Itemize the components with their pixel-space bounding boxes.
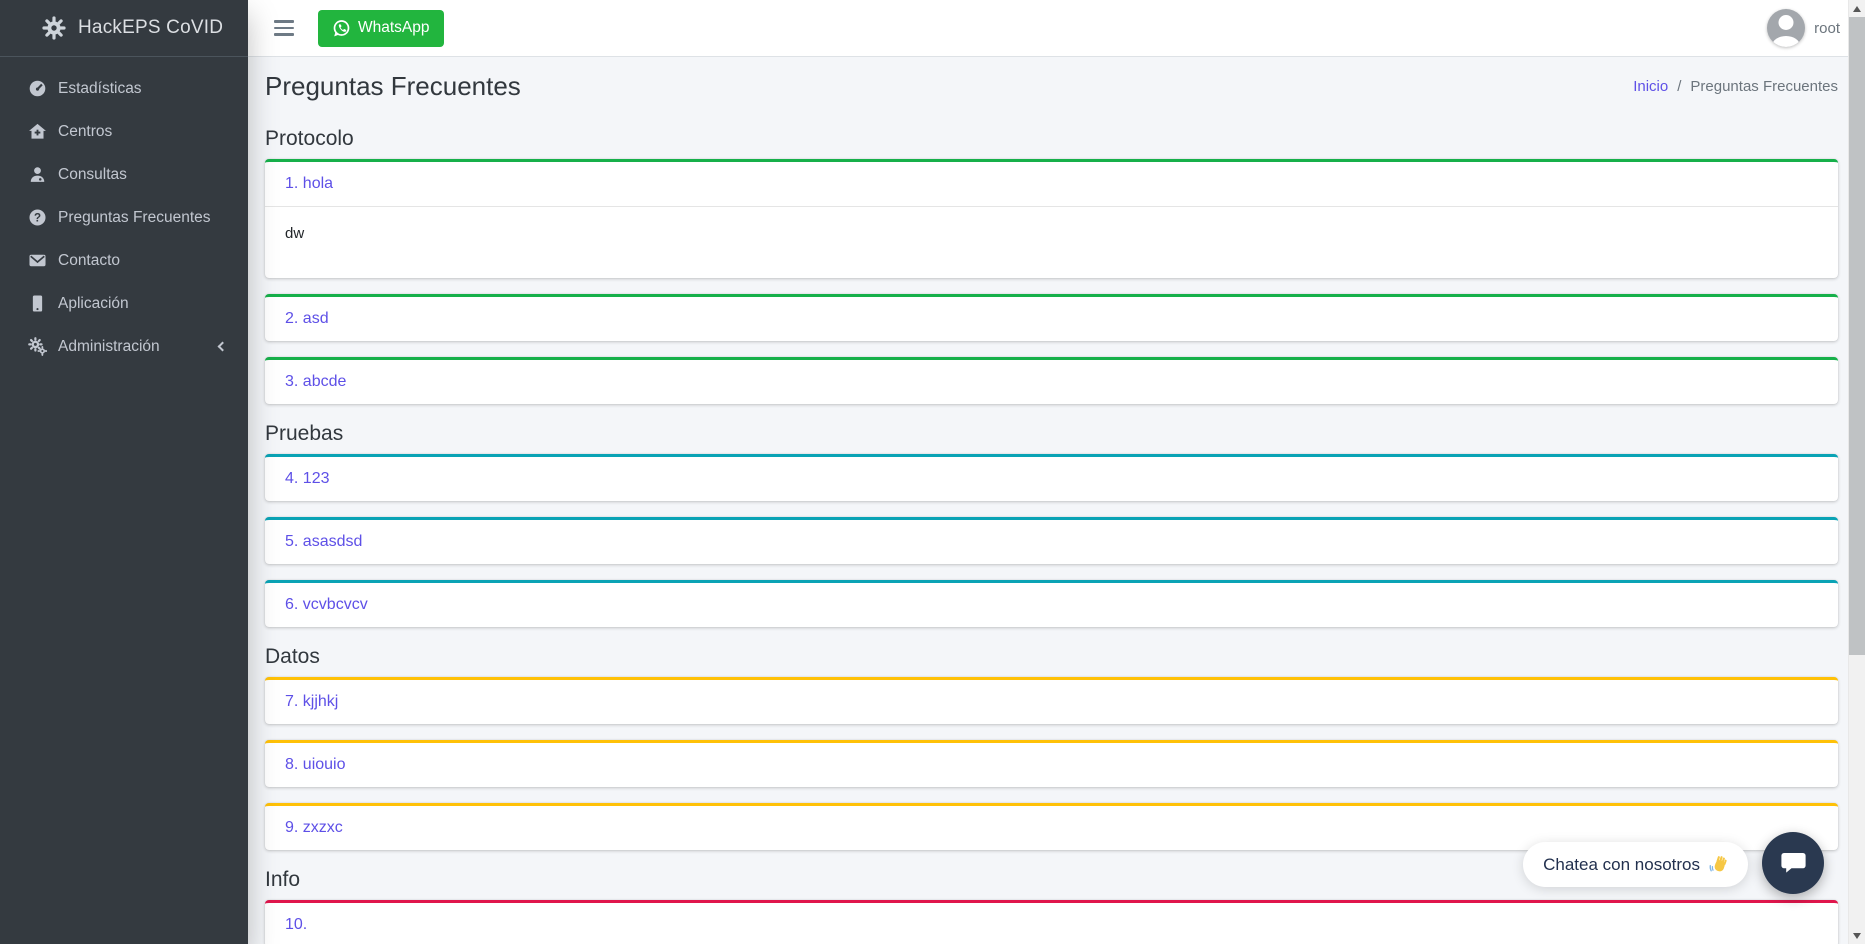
faq-section-items: 4. 123 5. asasdsd 6. vcvbcvcv — [265, 454, 1838, 627]
scroll-down-arrow-icon[interactable] — [1849, 927, 1865, 944]
faq-section-items: 1. hola dw 2. asd 3. abcde — [265, 159, 1838, 404]
sidebar-nav: Estadísticas Centros Consultas ? Pregunt… — [0, 57, 248, 368]
sidebar-toggle-button[interactable] — [270, 10, 298, 45]
main-column: WhatsApp root Preguntas Frecuentes Inici… — [248, 0, 1865, 944]
svg-text:?: ? — [33, 212, 40, 225]
faq-sections: Protocolo 1. hola dw 2. asd 3. abcde Pru… — [265, 127, 1838, 944]
faq-section-title: Pruebas — [265, 422, 344, 445]
whatsapp-button-label: WhatsApp — [358, 19, 430, 36]
chat-prompt-bubble[interactable]: Chatea con nosotros — [1523, 842, 1748, 887]
sidebar-item-aplicacion[interactable]: Aplicación — [0, 282, 248, 325]
faq-section-items: 7. kjjhkj 8. uiouio 9. zxzxc — [265, 677, 1838, 850]
sidebar-item-centros[interactable]: Centros — [0, 110, 248, 153]
faq-question-link[interactable]: 2. asd — [285, 310, 329, 327]
whatsapp-icon — [332, 19, 351, 38]
faq-question-row[interactable]: 6. vcvbcvcv — [265, 583, 1838, 627]
faq-question-link[interactable]: 4. 123 — [285, 470, 330, 487]
faq-section-items: 10. — [265, 900, 1838, 944]
virus-cog-icon — [42, 16, 66, 40]
faq-section: Protocolo 1. hola dw 2. asd 3. abcde — [265, 127, 1838, 404]
doctor-user-icon — [27, 165, 47, 184]
breadcrumb-separator: / — [1677, 78, 1682, 95]
chat-launcher-button[interactable] — [1762, 832, 1824, 894]
faq-section: Pruebas 4. 123 5. asasdsd 6. vcvbcvcv — [265, 422, 1838, 627]
scroll-up-arrow-icon[interactable] — [1849, 0, 1865, 17]
brand-link[interactable]: HackEPS CoVID — [0, 0, 248, 57]
avatar — [1767, 9, 1806, 47]
page-title: Preguntas Frecuentes — [265, 71, 521, 101]
chat-bubble-icon — [1780, 851, 1807, 876]
hamburger-icon — [274, 20, 294, 36]
sidebar-item-administracion[interactable]: Administración — [0, 325, 248, 368]
faq-card: 5. asasdsd — [265, 517, 1838, 564]
faq-section: Info 10. — [265, 868, 1838, 944]
sidebar-item-label: Consultas — [58, 165, 127, 183]
sidebar-item-label: Estadísticas — [58, 79, 142, 97]
sidebar-item-contacto[interactable]: Contacto — [0, 239, 248, 282]
faq-question-row[interactable]: 3. abcde — [265, 360, 1838, 404]
user-menu[interactable]: root — [1767, 9, 1840, 47]
faq-question-row[interactable]: 8. uiouio — [265, 743, 1838, 787]
chevron-left-icon — [217, 341, 228, 352]
scrollbar-thumb[interactable] — [1849, 17, 1865, 655]
faq-card: 2. asd — [265, 294, 1838, 341]
sidebar: HackEPS CoVID Estadísticas Centros Consu… — [0, 0, 248, 944]
faq-question-link[interactable]: 5. asasdsd — [285, 533, 363, 550]
faq-question-row[interactable]: 9. zxzxc — [265, 806, 1838, 850]
top-navbar: WhatsApp root — [248, 0, 1865, 57]
faq-card: 4. 123 — [265, 454, 1838, 501]
chat-prompt-label: Chatea con nosotros — [1543, 854, 1700, 874]
faq-question-row[interactable]: 5. asasdsd — [265, 520, 1838, 564]
gauge-icon — [27, 79, 47, 98]
sidebar-item-consultas[interactable]: Consultas — [0, 153, 248, 196]
page-header: Preguntas Frecuentes Inicio / Preguntas … — [265, 71, 1838, 102]
faq-answer: dw — [285, 225, 305, 242]
sidebar-item-label: Centros — [58, 122, 113, 140]
waving-hand-icon — [1709, 854, 1730, 875]
faq-question-row[interactable]: 2. asd — [265, 297, 1838, 341]
breadcrumb-home-link[interactable]: Inicio — [1633, 78, 1669, 95]
sidebar-item-label: Contacto — [58, 251, 121, 269]
faq-card: 6. vcvbcvcv — [265, 580, 1838, 627]
username: root — [1814, 19, 1840, 37]
faq-question-link[interactable]: 9. zxzxc — [285, 819, 343, 836]
faq-card: 1. hola dw — [265, 159, 1838, 278]
faq-question-link[interactable]: 8. uiouio — [285, 756, 346, 773]
breadcrumb: Inicio / Preguntas Frecuentes — [1633, 78, 1838, 95]
faq-question-row[interactable]: 1. hola — [265, 162, 1838, 207]
breadcrumb-current: Preguntas Frecuentes — [1690, 78, 1838, 95]
tablet-icon — [27, 294, 47, 313]
sidebar-item-preguntas-frecuentes[interactable]: ? Preguntas Frecuentes — [0, 196, 248, 239]
sidebar-item-label: Preguntas Frecuentes — [58, 208, 211, 226]
content-area: Preguntas Frecuentes Inicio / Preguntas … — [248, 57, 1865, 944]
faq-card: 9. zxzxc — [265, 803, 1838, 850]
faq-section: Datos 7. kjjhkj 8. uiouio 9. zxzxc — [265, 645, 1838, 850]
faq-card: 8. uiouio — [265, 740, 1838, 787]
cogs-icon — [27, 337, 47, 356]
faq-question-link[interactable]: 6. vcvbcvcv — [285, 596, 368, 613]
faq-section-title: Protocolo — [265, 127, 354, 150]
faq-question-row[interactable]: 10. — [265, 903, 1838, 944]
faq-section-title: Info — [265, 868, 301, 891]
faq-question-link[interactable]: 10. — [285, 916, 308, 933]
whatsapp-button[interactable]: WhatsApp — [318, 9, 444, 47]
sidebar-item-label: Aplicación — [58, 294, 129, 312]
scrollbar[interactable] — [1848, 0, 1865, 944]
envelope-icon — [27, 251, 47, 270]
faq-question-link[interactable]: 7. kjjhkj — [285, 693, 339, 710]
faq-question-link[interactable]: 3. abcde — [285, 373, 347, 390]
sidebar-item-estadisticas[interactable]: Estadísticas — [0, 67, 248, 110]
faq-question-link[interactable]: 1. hola — [285, 175, 334, 192]
sidebar-item-label: Administración — [58, 337, 160, 355]
faq-card: 10. — [265, 900, 1838, 944]
faq-card: 7. kjjhkj — [265, 677, 1838, 724]
brand-title: HackEPS CoVID — [78, 17, 224, 38]
faq-question-row[interactable]: 4. 123 — [265, 457, 1838, 501]
question-circle-icon: ? — [27, 208, 47, 227]
faq-card: 3. abcde — [265, 357, 1838, 404]
faq-section-title: Datos — [265, 645, 320, 668]
clinic-house-icon — [27, 122, 47, 141]
faq-question-row[interactable]: 7. kjjhkj — [265, 680, 1838, 724]
